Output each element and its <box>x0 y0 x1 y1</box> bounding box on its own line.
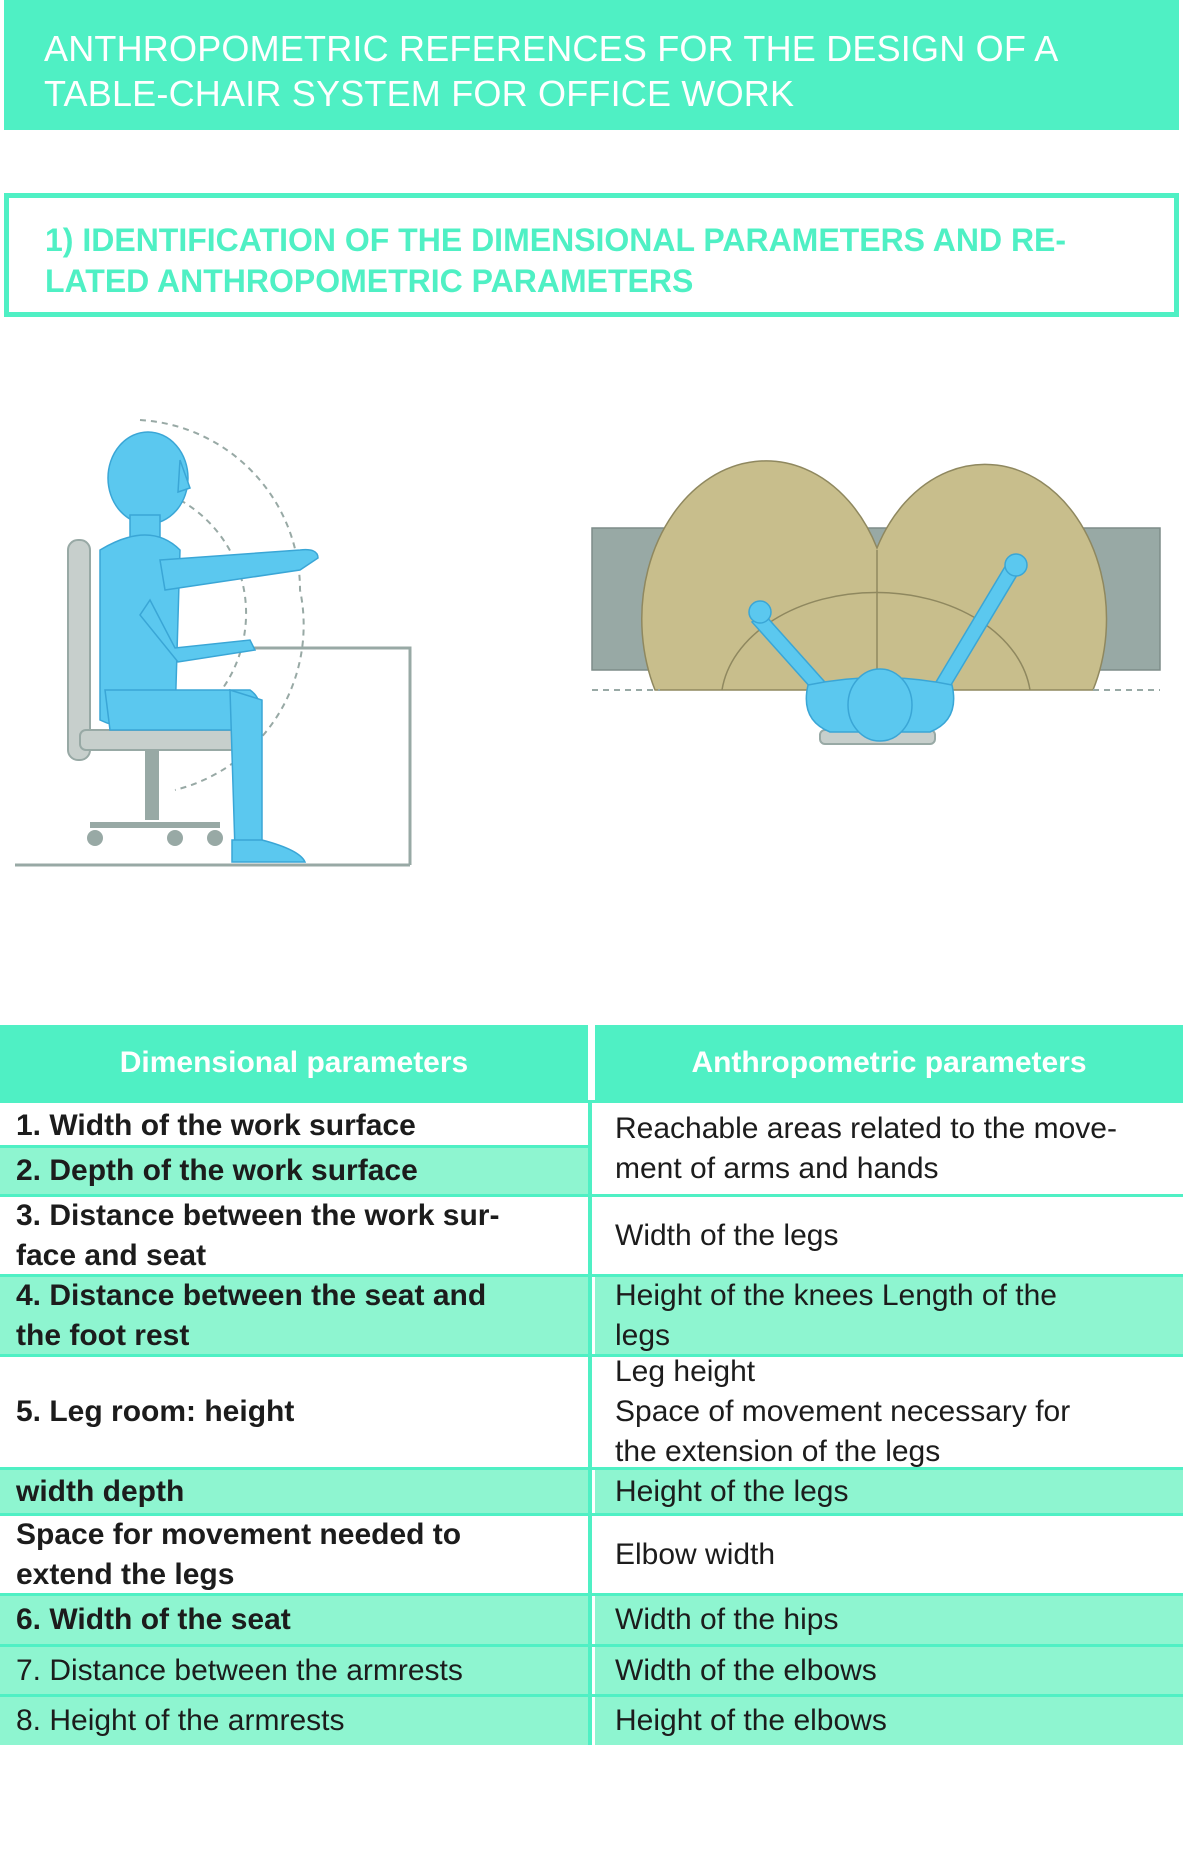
header-divider <box>588 1025 595 1100</box>
row-divider <box>0 1100 1183 1103</box>
row-divider <box>0 1194 1183 1197</box>
table-cell-right: Leg height Space of movement necessary f… <box>595 1355 1183 1468</box>
table-cell-left: 6. Width of the seat <box>0 1596 588 1644</box>
column-header-anthropometric: Anthropometric parameters <box>595 1025 1183 1100</box>
side-view-figure <box>15 419 412 867</box>
table-cell-right: Height of the knees Length of the legs <box>595 1277 1183 1354</box>
title-banner: ANTHROPOMETRIC REFERENCES FOR THE DESIGN… <box>4 0 1179 130</box>
column-divider <box>588 1100 592 1745</box>
top-view-figure <box>591 460 1161 745</box>
table-cell-left: 3. Distance between the work sur- face a… <box>0 1197 588 1274</box>
table-cell-left: width depth <box>0 1470 588 1513</box>
table-cell-left: 5. Leg room: height <box>0 1357 588 1467</box>
row-divider <box>0 1644 1183 1647</box>
row-divider <box>0 1467 1183 1470</box>
table-cell-right: Width of the hips <box>595 1596 1183 1644</box>
table-cell-left: 7. Distance between the armrests <box>0 1647 588 1694</box>
section-heading-box: 1) IDENTIFICATION OF THE DIMENSIONAL PAR… <box>4 193 1179 317</box>
section-title: 1) IDENTIFICATION OF THE DIMENSIONAL PAR… <box>45 222 1067 299</box>
table-cell-left: 1. Width of the work surface <box>0 1103 588 1148</box>
table-cell-right: Height of the elbows <box>595 1697 1183 1745</box>
row-divider <box>0 1274 1183 1277</box>
table-cell-left: Space for movement needed to extend the … <box>0 1516 588 1593</box>
ergonomics-illustration <box>15 419 1161 867</box>
table-cell-right: Width of the elbows <box>595 1647 1183 1694</box>
table-cell-right: Height of the legs <box>595 1470 1183 1513</box>
row-divider <box>0 1513 1183 1516</box>
row-divider <box>0 1694 1183 1697</box>
row-divider <box>0 1145 588 1148</box>
table-cell-left: 2. Depth of the work surface <box>0 1148 588 1194</box>
table-cell-right: Width of the legs <box>595 1197 1183 1274</box>
row-divider <box>0 1593 1183 1596</box>
column-header-dimensional: Dimensional parameters <box>0 1025 588 1100</box>
table-cell-left: 4. Distance between the seat and the foo… <box>0 1277 588 1354</box>
page-title: ANTHROPOMETRIC REFERENCES FOR THE DESIGN… <box>44 28 1059 114</box>
row-divider <box>0 1354 1183 1357</box>
table-cell-left: 8. Height of the armrests <box>0 1697 588 1745</box>
table-cell-right: Elbow width <box>595 1516 1183 1593</box>
table-cell-right: Reachable areas related to the move- men… <box>595 1103 1183 1194</box>
